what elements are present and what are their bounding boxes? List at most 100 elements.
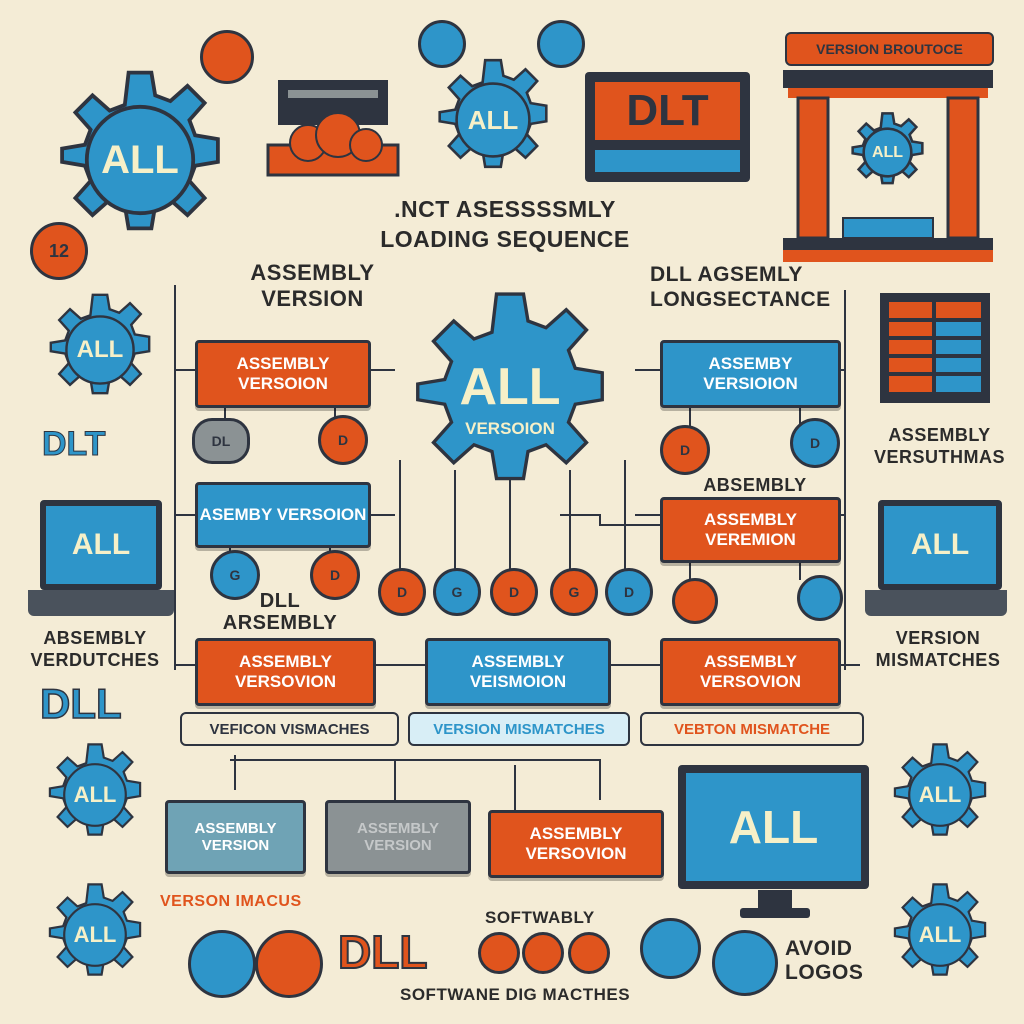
label-dll-bottom: DLL: [337, 925, 428, 979]
tag-text: VERSION MISMATCHES: [433, 720, 605, 738]
spreadsheet-icon: [880, 293, 990, 403]
circle-orange-2: D: [660, 425, 710, 475]
circle-orange-1: D: [318, 415, 368, 465]
label-softwably: SOFTWABLY: [485, 908, 595, 927]
circle-right-2: [797, 575, 843, 621]
label-dll-big: DLL: [39, 679, 122, 728]
circle-text: D: [508, 584, 520, 600]
circle-bottom-o2: [522, 932, 564, 974]
circle-bottom-o1: [478, 932, 520, 974]
gear-label: ALL: [918, 782, 962, 807]
label-assembly-version: ASSEMBLY VERSION: [250, 260, 375, 312]
gear-label: ALL: [459, 357, 561, 416]
tag-text: VEBTON MISMATCHE: [673, 720, 831, 738]
circle-right-1: [672, 578, 718, 624]
label-assembly-versuthmas: ASSEMBLY VERSUTHMAS: [873, 425, 1005, 467]
gear-temple: ALL: [845, 110, 930, 195]
badge-12: 12: [30, 222, 88, 280]
tag-version-mismatches-left: VEFICON VISMACHES: [180, 712, 399, 746]
title-line-2: LOADING SEQUENCE: [380, 225, 630, 252]
circle-text: D: [623, 584, 635, 600]
circle-seq-3: D: [490, 568, 538, 616]
cloud-server-icon: [266, 80, 400, 177]
label-version-mismatches: VERSION MISMATCHES: [875, 628, 1001, 670]
box-assembly-version-r3-right: ASSEMBLY VERSOVION: [660, 638, 841, 706]
gear-bottom-right-1: ALL: [885, 740, 995, 850]
circle-seq-1: D: [378, 568, 426, 616]
circle-seq-4: G: [550, 568, 598, 616]
page-title: .NCT ASESSSSMLY LOADING SEQUENCE: [335, 195, 675, 255]
label-avoid-logos: AVOID LOGOS: [785, 937, 864, 985]
label-version-imacus: VERSON IMACUS: [160, 893, 302, 910]
gear-bottom-right-2: ALL: [885, 880, 995, 990]
circle-text: G: [451, 584, 463, 600]
box-assembly-version-r1-right: ASSEMBY VERSIOION: [660, 340, 841, 408]
gear-icon: [438, 58, 548, 169]
box-assembly-version-r1-left: ASSEMBLY VERSOION: [195, 340, 371, 408]
gear-sublabel: VERSOION: [465, 418, 555, 438]
badge-12-text: 12: [48, 240, 70, 261]
box-assembly-version-r4-a: ASSEMBLY VERSION: [165, 800, 306, 874]
box-assembly-version-r4-b: ASSEMBLY VERSION: [325, 800, 471, 874]
tag-version-mismatches-right: VEBTON MISMATCHE: [640, 712, 864, 746]
box-assembly-version-r3-mid: ASSEMBLY VEISMOION: [425, 638, 611, 706]
circle-text: D: [679, 442, 691, 458]
gear-label: ALL: [73, 922, 117, 947]
top-round-icon-1: [418, 20, 466, 68]
screen-label: ALL: [728, 801, 819, 853]
circle-text: D: [809, 435, 821, 451]
gear-top-left: ALL: [40, 65, 240, 255]
circle-bottom-blue: [188, 930, 256, 998]
circle-text: D: [329, 567, 341, 583]
label-dll-long-section: DLL AGSEMLY LONGSECTANCE: [650, 263, 831, 312]
gear-label: ALL: [101, 137, 179, 182]
circle-seq-2: G: [433, 568, 481, 616]
circle-text: D: [396, 584, 408, 600]
screen-label: ALL: [910, 528, 970, 561]
gear-label: ALL: [467, 104, 519, 135]
gear-top-center: ALL: [428, 55, 558, 185]
box-assembly-version-r2-left: ASEMBY VERSOION: [195, 482, 371, 548]
laptop-left-screen: ALL: [40, 500, 162, 590]
tag-version-mismatches-mid: VERSION MISMATCHES: [408, 712, 630, 746]
box-assembly-version-r2-right: ASSEMBLY VEREMION: [660, 497, 841, 563]
monitor-foot: [740, 908, 810, 918]
version-banner: VERSION BROUTOCE: [785, 32, 994, 66]
gear-icon: [893, 883, 987, 976]
label-dlt-deco: DLT: [42, 425, 107, 464]
gear-icon: [893, 743, 987, 836]
screen-label: ALL: [71, 528, 131, 561]
circle-text: G: [229, 567, 241, 583]
label-dll-arsembly: DLL ARSEMBLY: [222, 590, 338, 634]
tag-text: VEFICON VISMACHES: [209, 720, 370, 738]
box-assembly-version-r4-c: ASSEMBLY VERSOVION: [488, 810, 664, 878]
dlt-sign-label: DLT: [595, 82, 740, 140]
gear-icon: [60, 70, 220, 231]
dlt-sign: DLT: [585, 72, 750, 182]
title-line-1: .NCT ASESSSSMLY: [394, 196, 616, 222]
gear-left-mid: ALL: [40, 290, 160, 410]
gear-icon: [416, 292, 604, 481]
gear-icon: [48, 743, 142, 836]
gear-icon: [48, 883, 142, 976]
circle-dl: DL: [192, 418, 250, 464]
laptop-left-base: [28, 590, 174, 616]
temple-icon: [783, 70, 993, 265]
gear-bottom-left-1: ALL: [40, 740, 150, 850]
gear-bottom-left-2: ALL: [40, 880, 150, 990]
circle-bottom-gear-2: [712, 930, 778, 996]
circle-bottom-o3: [568, 932, 610, 974]
circle-seq-5: D: [605, 568, 653, 616]
box-assembly-version-r3-left: ASSEMBLY VERSOVION: [195, 638, 376, 706]
circle-text: D: [337, 432, 349, 448]
gear-icon: [49, 293, 151, 395]
gear-label: ALL: [76, 336, 124, 363]
dlt-sign-bar: [595, 150, 740, 172]
table-grid-icon: [887, 300, 983, 394]
label-software-mismatches: SOFTWANE DIG MACTHES: [400, 985, 631, 1004]
top-left-round-icon: [200, 30, 254, 84]
monitor-stand: [758, 890, 792, 912]
gear-label: ALL: [73, 782, 117, 807]
circle-bottom-gear-1: [640, 918, 701, 979]
pillars-icon: [783, 70, 993, 262]
